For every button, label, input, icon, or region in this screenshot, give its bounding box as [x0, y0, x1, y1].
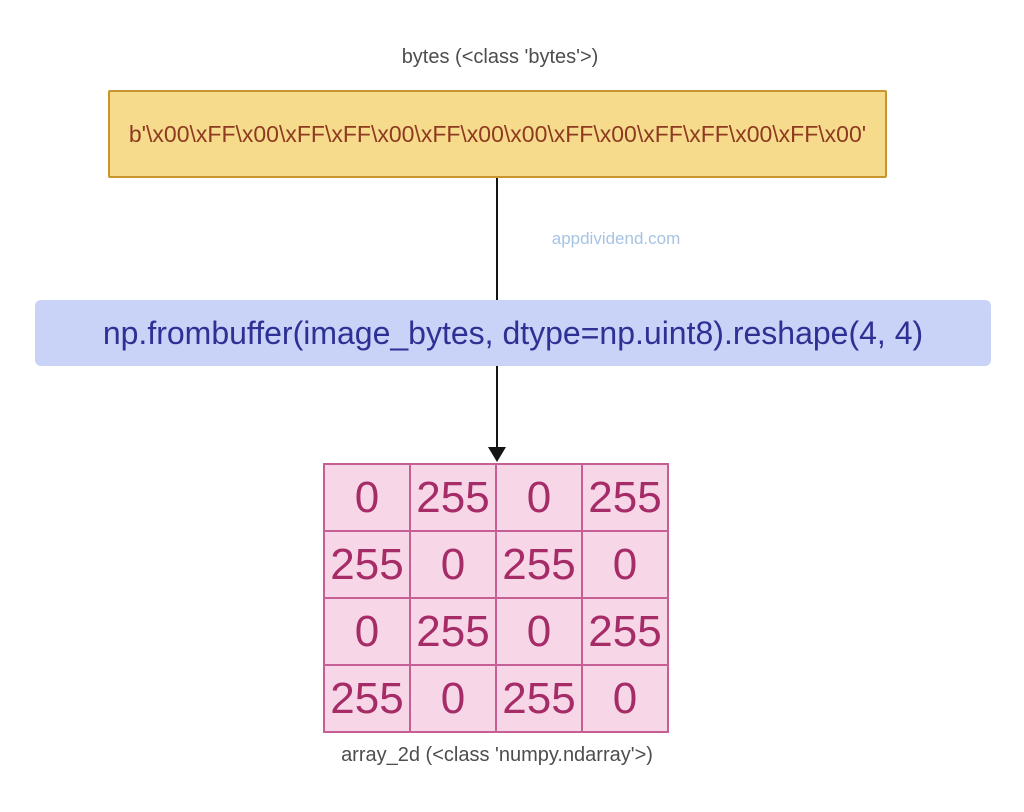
ndarray-table: 0 255 0 255 255 0 255 0 0 255 0 255 255 …: [323, 463, 669, 733]
table-row: 255 0 255 0: [323, 530, 669, 599]
array-cell: 255: [323, 664, 411, 733]
bytes-object-label: bytes (<class 'bytes'>): [401, 46, 599, 68]
array-cell: 255: [495, 530, 583, 599]
bytes-literal-box: b'\x00\xFF\x00\xFF\xFF\x00\xFF\x00\x00\x…: [108, 90, 887, 178]
array-cell: 0: [495, 463, 583, 532]
array-cell: 0: [323, 463, 411, 532]
array-cell: 255: [323, 530, 411, 599]
array-cell: 0: [409, 664, 497, 733]
table-row: 0 255 0 255: [323, 463, 669, 532]
array-cell: 0: [581, 664, 669, 733]
array-cell: 255: [495, 664, 583, 733]
array-cell: 0: [495, 597, 583, 666]
table-row: 255 0 255 0: [323, 664, 669, 733]
ndarray-object-label: array_2d (<class 'numpy.ndarray'>): [341, 744, 653, 766]
connector-line-bottom: [496, 366, 498, 450]
array-cell: 0: [581, 530, 669, 599]
frombuffer-code-text: np.frombuffer(image_bytes, dtype=np.uint…: [102, 314, 924, 351]
watermark-text: appdividend.com: [551, 229, 681, 248]
array-cell: 255: [409, 597, 497, 666]
frombuffer-code-box: np.frombuffer(image_bytes, dtype=np.uint…: [35, 300, 991, 366]
array-cell: 255: [581, 597, 669, 666]
array-cell: 0: [323, 597, 411, 666]
array-cell: 255: [581, 463, 669, 532]
array-cell: 255: [409, 463, 497, 532]
array-cell: 0: [409, 530, 497, 599]
bytes-literal-text: b'\x00\xFF\x00\xFF\xFF\x00\xFF\x00\x00\x…: [128, 120, 867, 147]
arrow-down-icon: [488, 447, 506, 462]
table-row: 0 255 0 255: [323, 597, 669, 666]
connector-line-top: [496, 178, 498, 300]
